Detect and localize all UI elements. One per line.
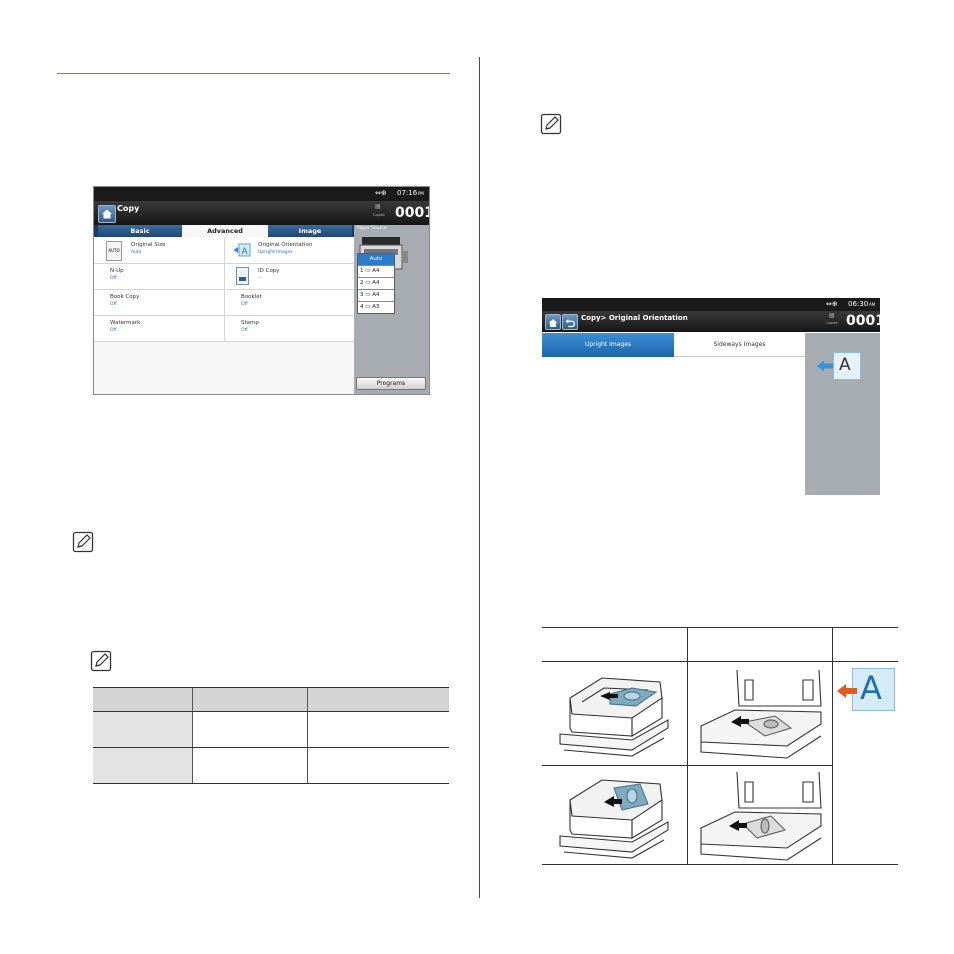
tray-auto[interactable]: Auto xyxy=(358,254,394,266)
option-sideways-images[interactable]: Sideways Images xyxy=(674,333,805,357)
tab-bar: Basic Advanced Image xyxy=(94,225,354,237)
note-icon xyxy=(72,531,94,553)
note-table xyxy=(93,687,449,784)
table-rule xyxy=(832,627,833,864)
table-rule xyxy=(542,864,898,865)
home-icon xyxy=(102,209,112,219)
tray-1[interactable]: 1 ▭ A4 xyxy=(358,266,394,278)
option-stamp[interactable]: Stamp Off xyxy=(224,315,355,342)
preview-panel: A xyxy=(805,333,880,495)
option-value: Auto xyxy=(131,250,142,255)
note-icon xyxy=(540,113,562,135)
network-icon: ⇔⊕ xyxy=(375,189,387,197)
column-divider xyxy=(479,57,480,898)
status-bar: ⇔⊕ 06:30 AM xyxy=(542,298,880,311)
option-upright-images[interactable]: Upright Images xyxy=(542,333,674,357)
option-value: Upright Images xyxy=(258,250,293,255)
tray-2[interactable]: 2 ▭ A4 xyxy=(358,278,394,290)
preview-letter: A xyxy=(839,355,851,375)
copies-label: Copies xyxy=(826,321,838,325)
clock-suffix: AM xyxy=(869,302,876,307)
note-table-header xyxy=(93,687,449,712)
option-value: Off xyxy=(110,328,117,333)
tab-basic[interactable]: Basic xyxy=(98,225,182,237)
screen-title: Copy> Original Orientation xyxy=(581,314,688,322)
preview-page: A xyxy=(833,352,861,380)
note-icon xyxy=(90,650,112,672)
clock-suffix: PM xyxy=(418,191,424,196)
paper-source-panel: Paper Source Auto 1 ▭ A4 2 ▭ A4 3 ▭ A4 4… xyxy=(354,225,429,394)
section-rule xyxy=(57,73,450,74)
option-value: Off xyxy=(241,328,248,333)
clock: 06:30 xyxy=(848,300,869,308)
title-bar: Copy> Original Orientation ▤ Copies 0001 xyxy=(542,311,880,332)
copies-label: Copies xyxy=(373,213,385,217)
copy-screen-advanced: ⇔⊕ 07:16 PM Copy ▤ Copies 0001 Basic Adv… xyxy=(93,186,430,395)
option-label: Book Copy xyxy=(110,294,140,300)
option-value: Off xyxy=(110,302,117,307)
arrow-left-icon xyxy=(817,360,833,372)
orientation-letter: A xyxy=(860,669,882,707)
copies-count[interactable]: 0001 xyxy=(395,205,429,221)
paper-source-label: Paper Source xyxy=(357,226,387,231)
copies-icon: ▤ xyxy=(375,203,381,210)
screen-title: Copy xyxy=(117,204,140,213)
option-book-copy[interactable]: Book Copy Off xyxy=(94,289,224,316)
tray-3[interactable]: 3 ▭ A4 xyxy=(358,290,394,302)
status-bar: ⇔⊕ 07:16 PM xyxy=(94,187,429,201)
option-label: N-Up xyxy=(110,268,124,274)
table-rule xyxy=(542,661,898,662)
glass-upright-illustration xyxy=(700,669,822,759)
option-original-orientation[interactable]: A Original Orientation Upright Images xyxy=(224,237,355,264)
copies-count[interactable]: 0001 xyxy=(846,313,880,329)
option-label: Original Orientation xyxy=(258,242,313,248)
copy-screen-orientation: ⇔⊕ 06:30 AM Copy> Original Orientation ▤… xyxy=(542,298,880,495)
tab-image[interactable]: Image xyxy=(268,225,352,237)
title-bar: Copy ▤ Copies 0001 xyxy=(94,201,429,225)
svg-text:A: A xyxy=(242,247,249,257)
option-value: -- xyxy=(258,276,262,281)
home-button[interactable] xyxy=(98,205,116,223)
table-row xyxy=(93,712,449,748)
option-value: Off xyxy=(241,302,248,307)
option-label: Stamp xyxy=(241,320,259,326)
option-label: ID Copy xyxy=(258,268,280,274)
tab-advanced[interactable]: Advanced xyxy=(182,225,268,237)
option-id-copy[interactable]: ID Copy -- xyxy=(224,263,355,290)
network-icon: ⇔⊕ xyxy=(826,300,838,308)
table-rule xyxy=(542,627,898,628)
options-grid: AUTO Original Size Auto A Original Orien… xyxy=(94,237,355,342)
id-card-icon xyxy=(236,267,249,285)
arrow-left-icon xyxy=(837,684,857,698)
back-button[interactable] xyxy=(562,314,578,330)
home-icon xyxy=(548,319,558,327)
table-rule xyxy=(687,627,688,864)
glass-sideways-illustration xyxy=(700,771,822,861)
clock: 07:16 xyxy=(397,189,418,197)
home-button[interactable] xyxy=(545,314,561,330)
back-icon xyxy=(565,319,575,328)
auto-icon: AUTO xyxy=(106,241,122,261)
option-label: Original Size xyxy=(131,242,166,248)
orientation-icon: A xyxy=(233,243,251,257)
tray-4[interactable]: 4 ▭ A3 xyxy=(360,304,380,310)
tray-list: Auto 1 ▭ A4 2 ▭ A4 3 ▭ A4 4 ▭ A3 xyxy=(357,253,395,314)
option-label: Watermark xyxy=(110,320,141,326)
option-original-size[interactable]: AUTO Original Size Auto xyxy=(94,237,224,264)
dadf-upright-illustration xyxy=(559,677,669,757)
table-row xyxy=(93,748,449,784)
option-n-up[interactable]: N-Up Off xyxy=(94,263,224,290)
option-label: Booklet xyxy=(241,294,262,300)
option-watermark[interactable]: Watermark Off xyxy=(94,315,224,342)
copies-icon: ▤ xyxy=(829,312,835,319)
dadf-sideways-illustration xyxy=(559,779,669,859)
option-booklet[interactable]: Booklet Off xyxy=(224,289,355,316)
option-value: Off xyxy=(110,276,117,281)
orientation-page-icon: A xyxy=(852,668,895,711)
programs-button[interactable]: Programs xyxy=(356,377,426,390)
